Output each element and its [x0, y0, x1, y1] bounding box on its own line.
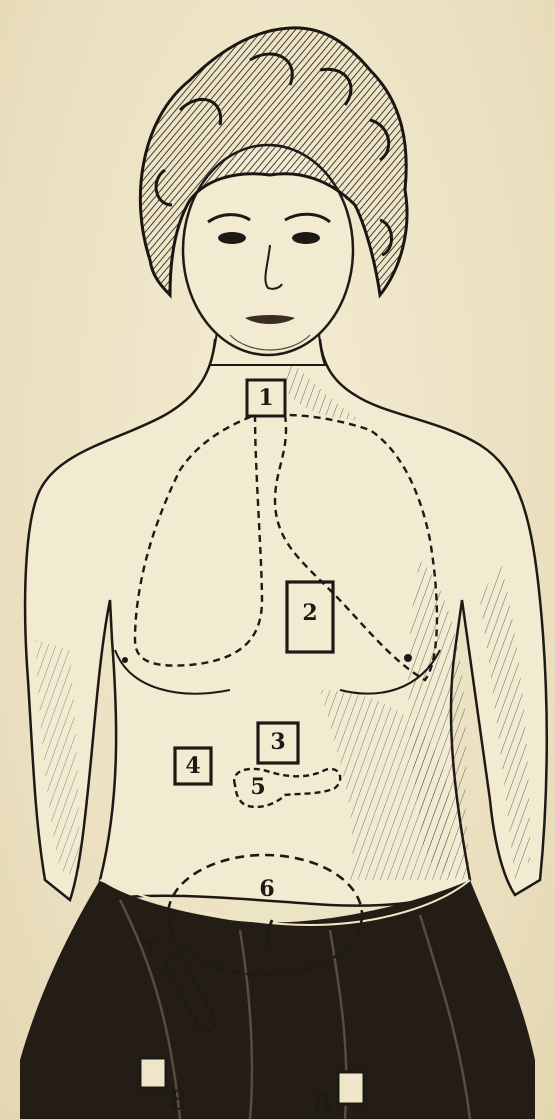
- left-eye: [218, 232, 246, 244]
- marker-2-label: 2: [300, 602, 320, 624]
- marker-7-label: 7: [138, 938, 158, 960]
- left-nipple: [122, 657, 128, 663]
- marker-4-label: 4: [183, 755, 203, 777]
- marker-8a-box: [140, 1058, 166, 1088]
- skirt-drape: [20, 880, 535, 1119]
- marker-1-label: 1: [257, 387, 275, 409]
- marker-3-label: 3: [268, 731, 288, 753]
- marker-8a-label: 8: [167, 1088, 189, 1114]
- marker-8b-box: [338, 1072, 364, 1104]
- marker-5-label: 5: [248, 776, 268, 798]
- right-eye: [292, 232, 320, 244]
- marker-8b-label: 8: [311, 1092, 333, 1118]
- right-nipple: [404, 654, 412, 662]
- marker-6-label: 6: [257, 878, 277, 900]
